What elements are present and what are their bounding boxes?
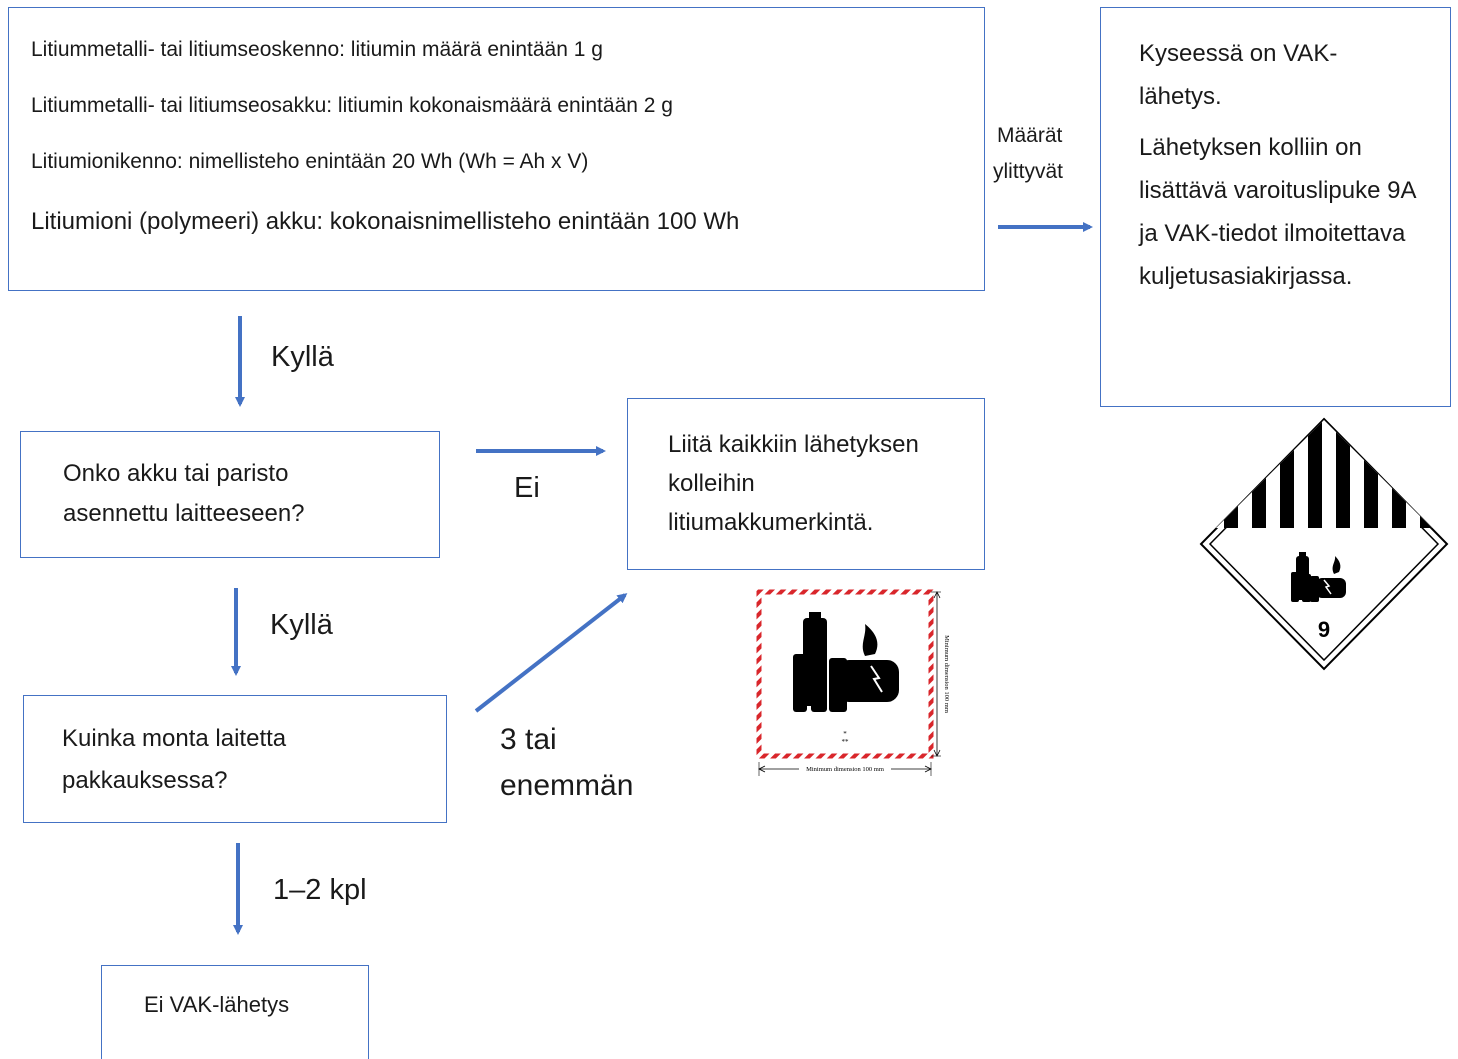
arrow-three-or-more: [474, 593, 628, 713]
installed-question-box: Onko akku tai paristo asennettu laittees…: [20, 431, 440, 558]
yes-label-2: Kyllä: [270, 609, 333, 641]
class9-stripes: [1216, 420, 1432, 528]
no-label: Ei: [514, 472, 540, 504]
exceeded-label-line-1: Määrät: [997, 124, 1063, 147]
one-two-label: 1–2 kpl: [273, 874, 367, 906]
lithium-battery-mark: * ** Minimum dimension 100 mm Minimum di…: [741, 584, 959, 779]
three-or-more-label: 3 tai enemmän: [500, 717, 633, 809]
lithium-marking-box: Liitä kaikkiin lähetyksen kolleihin liti…: [627, 398, 985, 570]
criteria-line-3: Litiumionikenno: nimellisteho enintään 2…: [31, 150, 589, 173]
mark-star-1: *: [843, 730, 847, 738]
vak-shipment-text: Kyseessä on VAK-lähetys.: [1139, 40, 1338, 110]
three-or-more-line-2: enemmän: [500, 769, 634, 802]
mark-star-2: **: [842, 738, 850, 746]
vak-instructions-text: Lähetyksen kolliin on lisättävä varoitus…: [1139, 134, 1416, 290]
battery-fire-icon: [793, 612, 899, 712]
class9-number: 9: [1318, 617, 1330, 642]
yes-label-1: Kyllä: [271, 341, 334, 373]
count-question-text: Kuinka monta laitetta pakkauksessa?: [62, 725, 287, 794]
no-vak-box: Ei VAK-lähetys: [101, 965, 369, 1059]
three-or-more-line-1: 3 tai: [500, 723, 557, 756]
vak-shipment-box: Kyseessä on VAK-lähetys. Lähetyksen koll…: [1100, 7, 1451, 407]
criteria-line-1: Litiummetalli- tai litiumseoskenno: liti…: [31, 38, 603, 61]
criteria-box: Litiummetalli- tai litiumseoskenno: liti…: [8, 7, 985, 291]
mark-dimension-bottom: Minimum dimension 100 mm: [806, 766, 884, 773]
criteria-line-2: Litiummetalli- tai litiumseosakku: litiu…: [31, 94, 673, 117]
class9-battery-icon: [1291, 552, 1346, 602]
count-question-box: Kuinka monta laitetta pakkauksessa?: [23, 695, 447, 823]
class9-hazard-label: 9: [1199, 417, 1449, 671]
no-vak-text: Ei VAK-lähetys: [144, 992, 290, 1017]
installed-question-text: Onko akku tai paristo asennettu laittees…: [63, 460, 305, 527]
exceeded-label-line-2: ylittyvät: [993, 160, 1064, 183]
criteria-line-4: Litiumioni (polymeeri) akku: kokonaisnim…: [31, 208, 740, 235]
mark-dimension-side: Minimum dimension 100 mm: [943, 635, 950, 713]
lithium-battery-mark-graphic: * ** Minimum dimension 100 mm Minimum di…: [756, 589, 950, 776]
exceeded-label: Määrät ylittyvät: [993, 118, 1063, 190]
lithium-marking-text: Liitä kaikkiin lähetyksen kolleihin liti…: [668, 431, 919, 536]
